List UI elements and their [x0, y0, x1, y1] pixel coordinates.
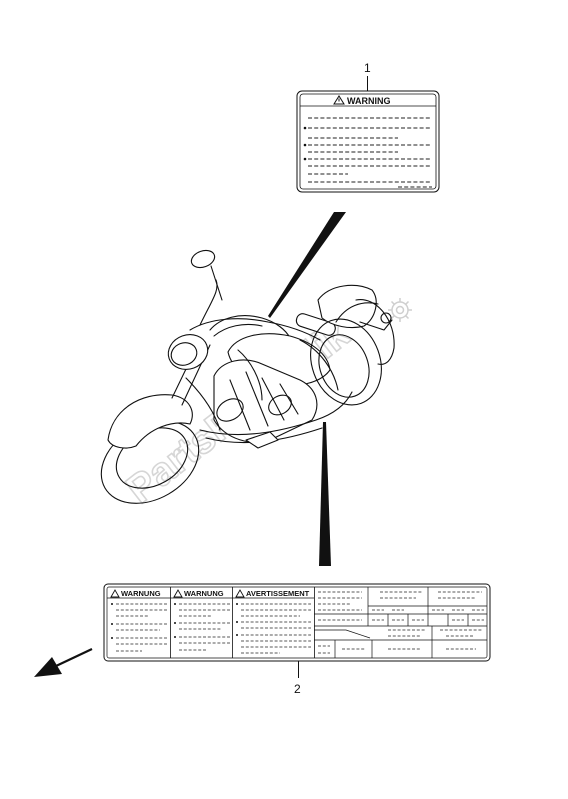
panel-2-title: WARNUNG [184, 589, 224, 598]
leader-wedge-2 [319, 422, 331, 566]
warning-triangle-icon [333, 95, 345, 105]
warning-label-2: WARNUNG WARNUNG [103, 583, 491, 662]
label-1-text-lines [303, 117, 432, 188]
callout-number-1: 1 [364, 61, 371, 75]
warning-label-1: WARNING [296, 90, 440, 193]
panel-3-title: AVERTISSEMENT [246, 589, 310, 598]
callout-2: 2 [294, 661, 301, 696]
label-2-panel-avertissement: AVERTISSEMENT [235, 589, 311, 654]
label-1-title: WARNING [347, 96, 391, 106]
warning-triangle-icon [173, 589, 183, 598]
warning-triangle-icon [235, 589, 245, 598]
label-2-panel-warning: WARNUNG [110, 589, 168, 652]
motorcycle-illustration [100, 249, 395, 504]
callout-number-2: 2 [294, 682, 301, 696]
warning-triangle-icon [110, 589, 120, 598]
front-direction-arrow-icon [34, 648, 93, 677]
leader-wedge-1 [268, 212, 346, 318]
label-2-spec-text [318, 591, 484, 654]
label-2-spec-table [314, 587, 487, 658]
panel-1-title: WARNUNG [121, 589, 161, 598]
gear-icon [388, 298, 412, 322]
label-2-panel-warnung: WARNUNG [173, 589, 230, 651]
callout-1: 1 [364, 61, 371, 91]
